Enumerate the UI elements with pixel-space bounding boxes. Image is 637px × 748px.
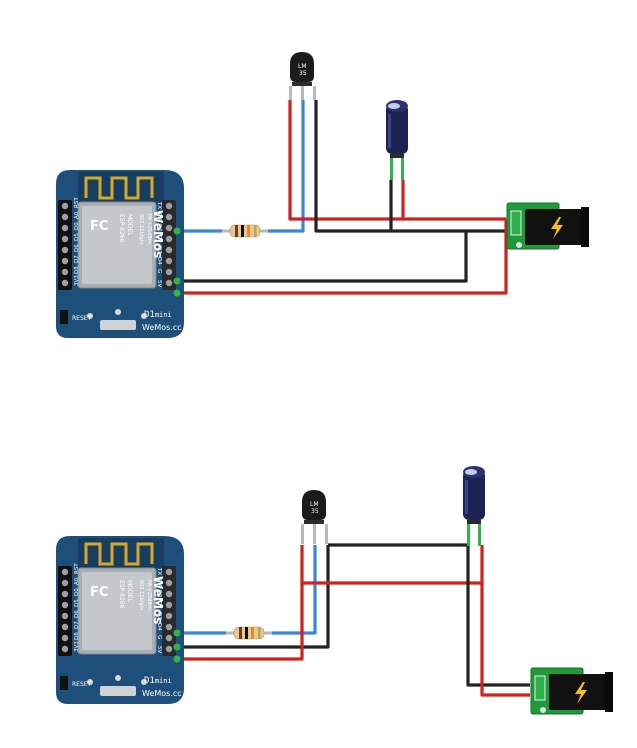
pin-label-right: G: [156, 269, 162, 273]
pin-label-left: D6: [74, 610, 80, 618]
board-reset-label: RESET: [72, 315, 92, 322]
wemos-board: FC MODEL ESP-8266 802.11b/g/n PA +25dBm …: [54, 168, 186, 340]
pin-label-right: D4: [156, 623, 162, 631]
board-brand-logo: WeMos: [151, 576, 165, 624]
wire-black-cap-jack[interactable]: [466, 545, 530, 687]
pin-label-right: RX: [156, 213, 162, 221]
pin-d1[interactable]: [173, 227, 181, 235]
resistor[interactable]: [225, 626, 273, 640]
pin-label-left: D6: [74, 244, 80, 252]
board-model-label: MODEL: [126, 214, 133, 236]
board-brand-logo: WeMos: [151, 210, 165, 258]
capacitor[interactable]: [386, 100, 408, 180]
pin-label-left: D0: [74, 588, 80, 596]
sensor-label-line2: 35: [311, 508, 319, 515]
board-pa-spec: PA +25dBm: [146, 214, 152, 244]
sensor-label-line1: LM: [310, 501, 319, 508]
pin-label-left: D0: [74, 222, 80, 230]
sensor-label-line1: LM: [298, 63, 307, 70]
pin-label-right: TX: [156, 201, 162, 209]
wire-red-cap-jack[interactable]: [480, 545, 530, 697]
circuit-top: FC MODEL ESP-8266 802.11b/g/n PA +25dBm …: [54, 52, 590, 340]
pin-label-left: A0: [74, 577, 80, 585]
wire-red-board-5v[interactable]: [178, 219, 508, 295]
pin-label-left: D7: [74, 255, 80, 263]
dc-barrel-jack[interactable]: [530, 667, 614, 715]
board-wifi-spec: 802.11b/g/n: [138, 580, 144, 610]
pin-d1[interactable]: [173, 629, 181, 637]
board-pa-spec: PA +25dBm: [146, 580, 152, 610]
wires-top: [178, 100, 508, 295]
pin-label-right: D1: [156, 590, 162, 598]
pin-label-right: TX: [156, 567, 162, 575]
board-pin-labels-right: TX RX D1 D2 D3 D4 G 5V: [156, 567, 162, 653]
pin-label-left: D7: [74, 621, 80, 629]
pin-label-right: G: [156, 635, 162, 639]
resistor[interactable]: [221, 224, 269, 238]
lightning-bolt-icon: [575, 682, 587, 704]
board-pin-labels-right: TX RX D1 D2 D3 D4 G 5V: [156, 201, 162, 287]
pin-label-right: D2: [156, 235, 162, 243]
sensor-label-line2: 35: [299, 70, 307, 77]
board-wifi-spec: 802.11b/g/n: [138, 214, 144, 244]
board-model-chip: ESP-8266: [118, 214, 125, 243]
pin-5v[interactable]: [173, 655, 181, 663]
pin-label-right: RX: [156, 579, 162, 587]
wires-bottom: [178, 543, 530, 697]
lm35-sensor[interactable]: LM 35: [301, 490, 328, 544]
pin-label-left: 3V3: [74, 275, 80, 286]
pin-label-left: 3V3: [74, 641, 80, 652]
board-site: WeMos.cc: [142, 323, 182, 332]
pin-label-right: D3: [156, 246, 162, 254]
lm35-sensor[interactable]: LM 35: [289, 52, 316, 100]
wire-black-board-gnd[interactable]: [178, 231, 468, 283]
circuit-bottom: FC MODEL ESP-8266 802.11b/g/n PA +25dBm …: [54, 466, 614, 715]
wire-black-sensor-gnd[interactable]: [314, 100, 506, 233]
wire-blue-sensor[interactable]: [272, 545, 317, 635]
dc-barrel-jack[interactable]: [506, 202, 590, 250]
pin-label-left: D8: [74, 632, 80, 640]
pin-label-right: 5V: [156, 646, 162, 653]
pin-label-left: RST: [74, 563, 80, 574]
board-fc-logo: FC: [90, 219, 108, 234]
capacitor[interactable]: [463, 466, 485, 546]
pin-g[interactable]: [173, 643, 181, 651]
board-fc-logo: FC: [90, 585, 108, 600]
pin-label-left: A0: [74, 211, 80, 219]
pin-label-right: D4: [156, 257, 162, 265]
board-title: D1mini: [144, 310, 172, 320]
board-pin-labels-left: RST A0 D0 D5 D6 D7 D8 3V3: [74, 563, 80, 652]
wemos-board: FC MODEL ESP-8266 802.11b/g/n PA +25dBm …: [54, 534, 186, 706]
board-reset-label: RESET: [72, 681, 92, 688]
pin-label-left: D8: [74, 266, 80, 274]
wire-red-board-5v[interactable]: [178, 545, 304, 661]
wire-red-sensor-vcc[interactable]: [288, 100, 506, 221]
board-model-chip: ESP-8266: [118, 580, 125, 609]
pin-label-left: RST: [74, 197, 80, 208]
lightning-bolt-icon: [551, 217, 563, 239]
pin-label-right: 5V: [156, 280, 162, 287]
wire-blue-sensor[interactable]: [268, 100, 305, 233]
pin-label-right: D1: [156, 224, 162, 232]
pin-label-right: D2: [156, 601, 162, 609]
pin-g[interactable]: [173, 277, 181, 285]
board-title: D1mini: [144, 676, 172, 686]
board-site: WeMos.cc: [142, 689, 182, 698]
pin-label-right: D3: [156, 612, 162, 620]
pin-label-left: D5: [74, 233, 80, 241]
board-model-label: MODEL: [126, 580, 133, 602]
wire-black-board-gnd[interactable]: [178, 545, 330, 649]
pin-5v[interactable]: [173, 289, 181, 297]
board-pin-labels-left: RST A0 D0 D5 D6 D7 D8 3V3: [74, 197, 80, 286]
pin-label-left: D5: [74, 599, 80, 607]
